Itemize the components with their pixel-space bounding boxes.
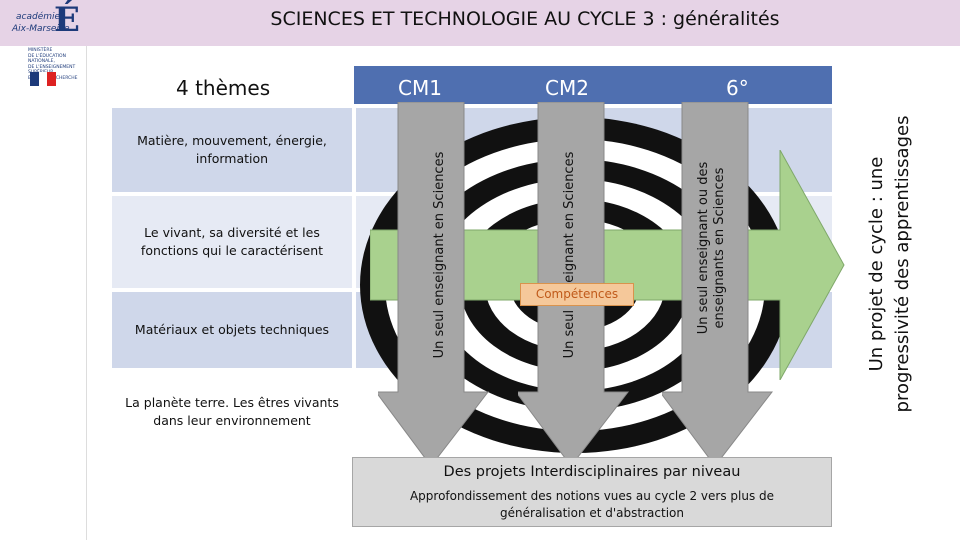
themes-header-cell: [110, 66, 354, 106]
theme-label: Matière, mouvement, énergie, information: [137, 133, 327, 166]
theme-cell: Matière, mouvement, énergie, information: [112, 108, 352, 192]
arrow-6e-label: Un seul enseignant ou des enseignants en…: [696, 128, 728, 368]
competences-label: Compétences: [520, 283, 634, 306]
sidebar: [0, 46, 87, 540]
academie-logo: É académie Aix-Marseille MINISTÈRE DE L'…: [2, 0, 84, 86]
cycle-project-line2: progressivité des apprentissages: [892, 115, 913, 413]
logo-sub-line: DE L'ÉDUCATION NATIONALE,: [28, 53, 66, 65]
arrow-6e-line2: enseignants en Sciences: [712, 167, 727, 329]
arrow-6e-line1: Un seul enseignant ou des: [696, 161, 711, 335]
cycle-project-line1: Un projet de cycle : une: [866, 156, 887, 372]
column-cm1: CM1: [398, 76, 442, 100]
column-6e: 6°: [726, 76, 749, 100]
logo-sub-line: MINISTÈRE: [28, 48, 53, 53]
theme-label: Matériaux et objets techniques: [134, 322, 330, 337]
interdisciplinary-title: Des projets Interdisciplinaires par nive…: [443, 464, 741, 480]
theme-cell: Le vivant, sa diversité et les fonctions…: [112, 196, 352, 288]
arrow-cm1-label: Un seul enseignant en Sciences: [432, 151, 447, 359]
logo-name-line1: académie: [16, 12, 61, 22]
theme-cell: Matériaux et objets techniques: [112, 292, 352, 368]
flag-icon: [30, 72, 56, 86]
page-title: SCIENCES ET TECHNOLOGIE AU CYCLE 3 : gén…: [270, 8, 780, 30]
subtitle-line2: généralisation et d'abstraction: [500, 506, 684, 520]
arrow-cm2-label: Un seul enseignant en Sciences: [562, 151, 577, 359]
cycle-project-label: Un projet de cycle : une progressivité d…: [864, 92, 916, 436]
column-cm2: CM2: [545, 76, 589, 100]
logo-letter: É: [54, 0, 80, 40]
theme-label: La planète terre. Les êtres vivants dans…: [125, 395, 339, 428]
theme-label: Le vivant, sa diversité et les fonctions…: [140, 225, 324, 258]
interdisciplinary-subtitle: Approfondissement des notions vues au cy…: [353, 488, 831, 522]
logo-name-line2: Aix-Marseille: [12, 24, 70, 34]
interdisciplinary-box: Des projets Interdisciplinaires par nive…: [352, 457, 832, 527]
down-arrow-cm1-icon: [378, 102, 490, 467]
subtitle-line1: Approfondissement des notions vues au cy…: [409, 489, 775, 503]
themes-header-label: 4 thèmes: [176, 76, 271, 100]
theme-cell: La planète terre. Les êtres vivants dans…: [112, 372, 352, 452]
header-bar: [0, 0, 960, 46]
down-arrow-6e-icon: [662, 102, 774, 467]
